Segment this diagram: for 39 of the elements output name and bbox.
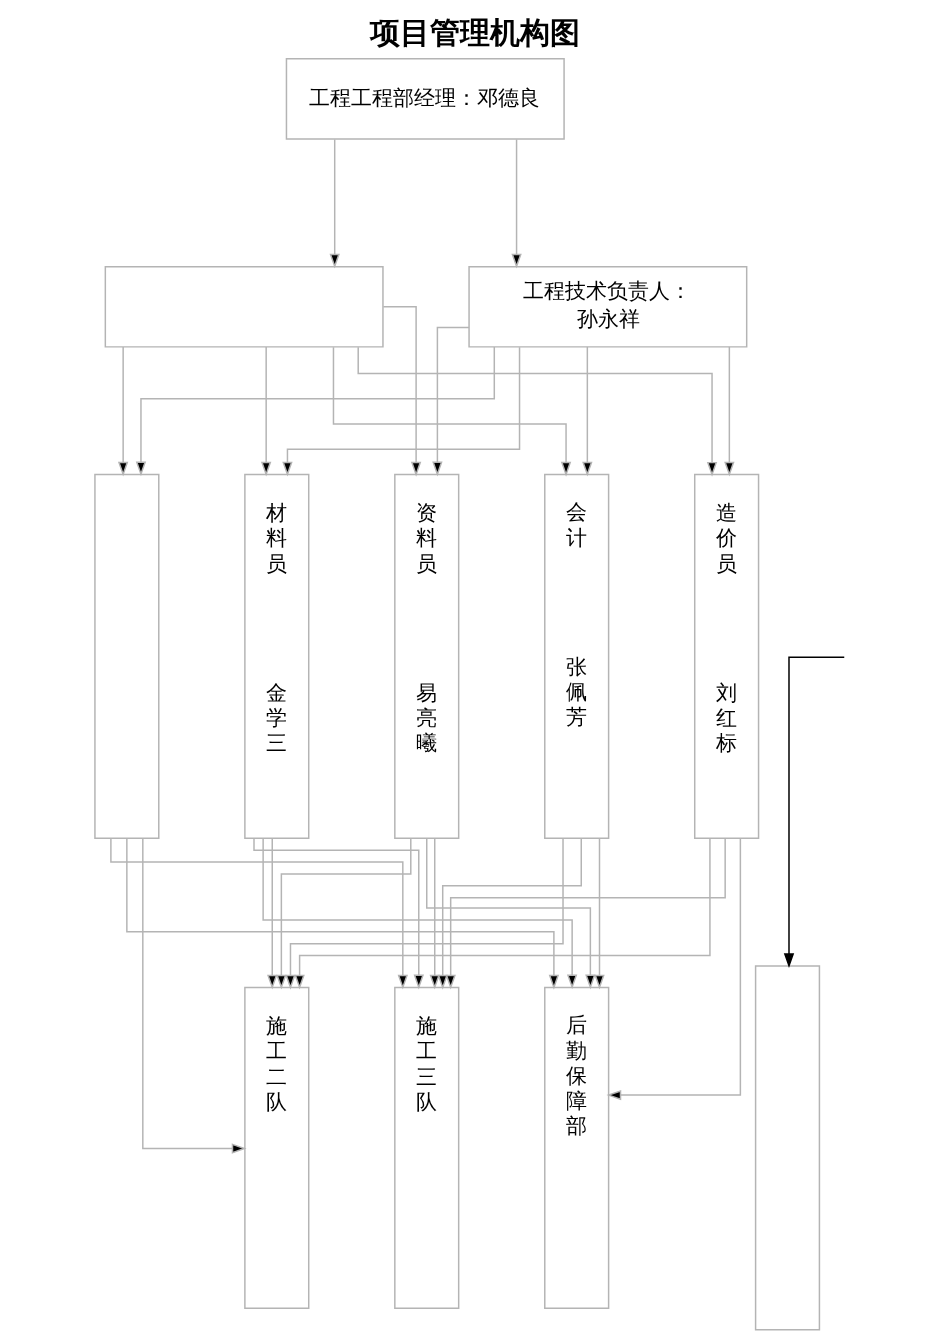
arrow bbox=[142, 838, 247, 1154]
arrow bbox=[429, 837, 440, 990]
arrow bbox=[357, 346, 718, 477]
node-box: 材料员 金学三 bbox=[244, 473, 310, 839]
diagram-title: 项目管理机构图 bbox=[369, 14, 580, 50]
node-box: 施工三队 bbox=[394, 986, 460, 1309]
arrow bbox=[437, 838, 582, 990]
arrow bbox=[783, 656, 845, 969]
arrow bbox=[445, 837, 726, 990]
node-box: 工程工程部经理：邓德良 bbox=[285, 58, 565, 140]
node-box bbox=[754, 965, 821, 1331]
arrow bbox=[426, 837, 596, 990]
arrow bbox=[276, 837, 412, 990]
arrow bbox=[724, 346, 735, 477]
arrow bbox=[606, 837, 742, 1101]
arrow bbox=[110, 837, 408, 990]
arrow bbox=[511, 138, 522, 269]
arrow bbox=[594, 837, 605, 990]
arrow bbox=[135, 346, 496, 477]
arrow bbox=[432, 326, 470, 477]
arrow bbox=[582, 346, 593, 477]
arrow bbox=[267, 837, 278, 990]
node-box bbox=[94, 473, 160, 839]
arrow bbox=[282, 346, 521, 477]
node-box: 后勤保障部 bbox=[544, 986, 610, 1309]
node-box: 施工二队 bbox=[244, 986, 310, 1309]
node-box: 会计 张佩芳 bbox=[544, 473, 610, 839]
arrow bbox=[329, 138, 340, 269]
arrow bbox=[117, 346, 129, 477]
node-box: 资料员 易亮曦 bbox=[394, 473, 460, 839]
arrow bbox=[260, 346, 272, 477]
node-box: 造价员 刘红标 bbox=[694, 473, 760, 839]
arrow bbox=[253, 837, 424, 990]
arrow bbox=[382, 306, 422, 477]
node-box bbox=[104, 265, 384, 348]
arrow bbox=[294, 837, 711, 990]
node-box: 工程技术负责人： 孙永祥 bbox=[468, 265, 748, 348]
arrow bbox=[126, 837, 560, 990]
arrow bbox=[332, 346, 572, 477]
